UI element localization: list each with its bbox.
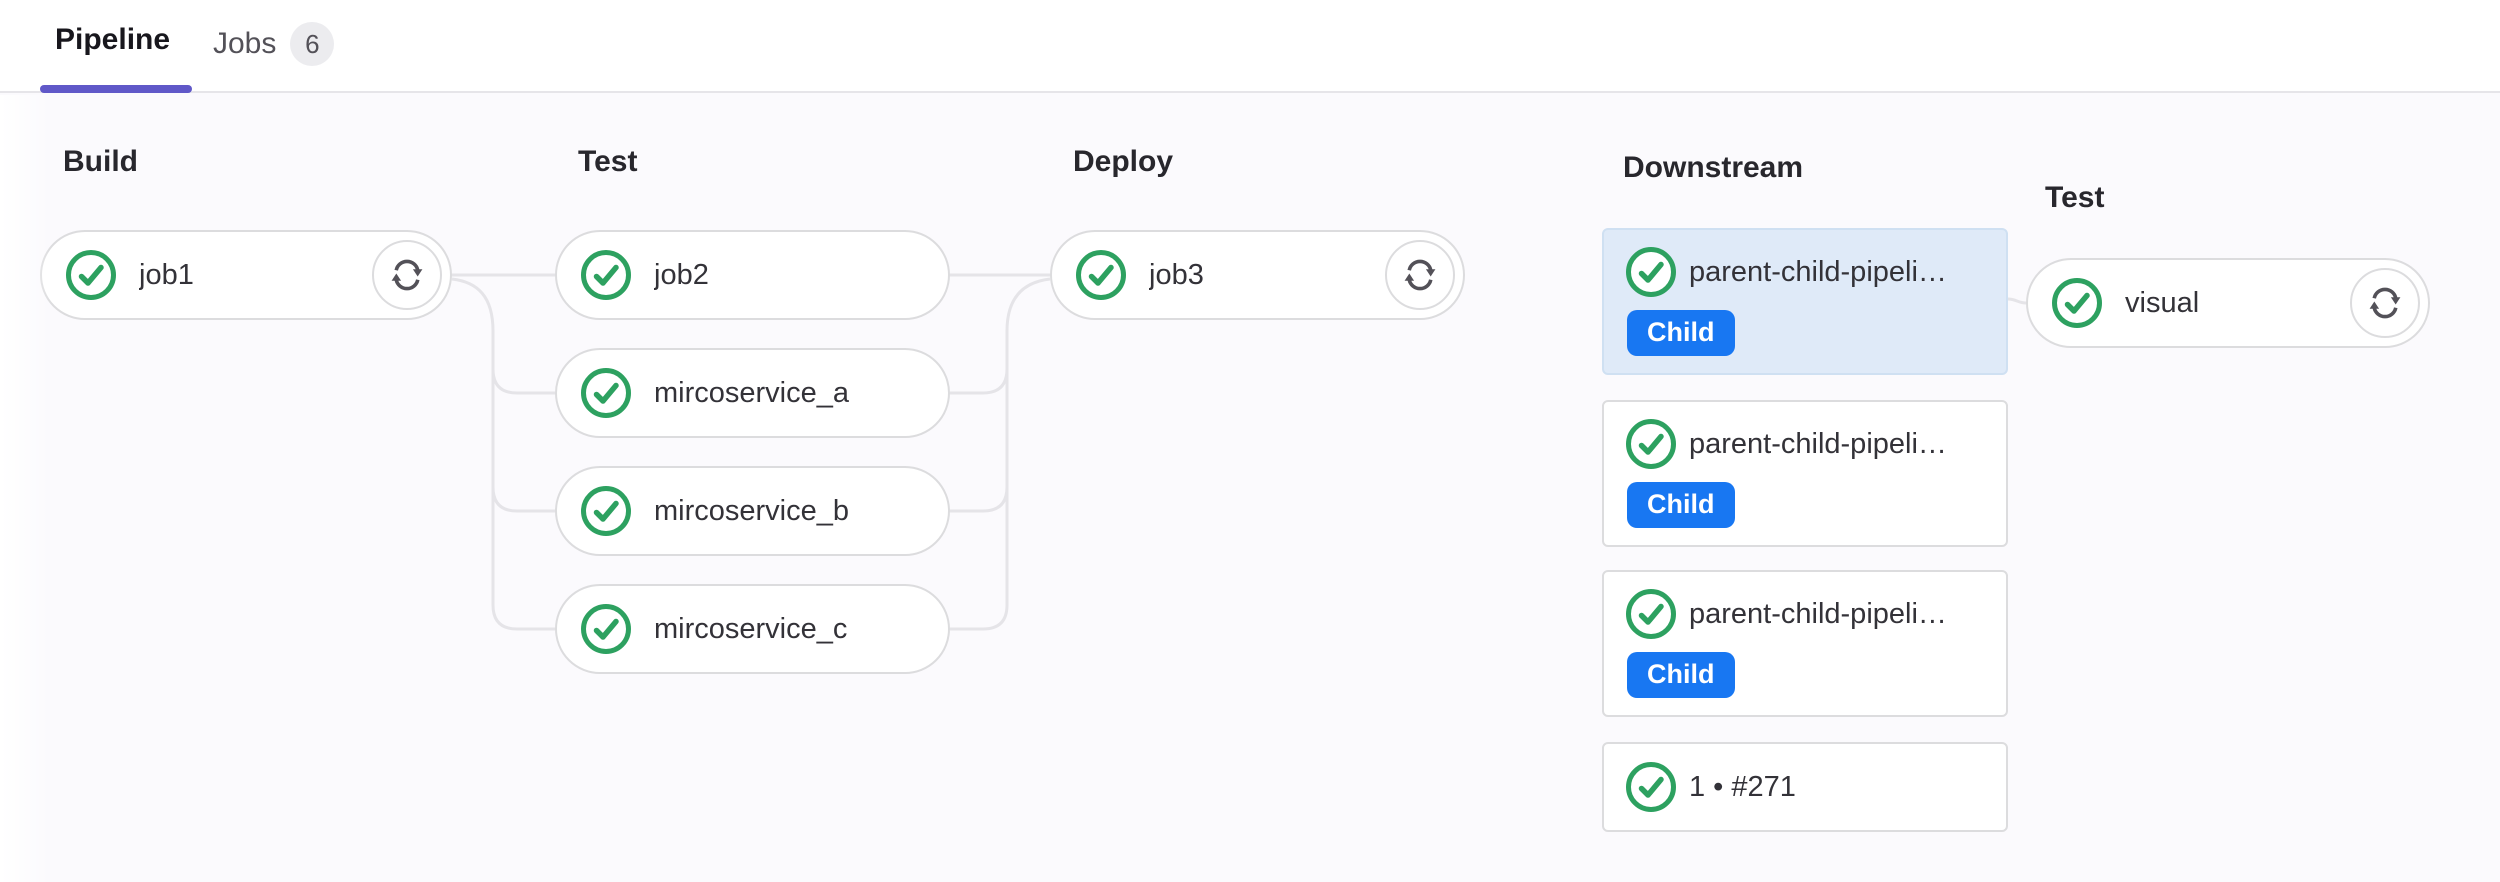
stage-title-test: Test: [578, 145, 638, 178]
stage-title-deploy: Deploy: [1073, 145, 1174, 178]
downstream-pipeline-name: 1 • #271: [1689, 770, 1796, 803]
job-label: mircoservice_b: [654, 494, 849, 527]
retry-arrows-icon: [391, 259, 423, 291]
job-label: job3: [1149, 258, 1204, 291]
tab-pipeline[interactable]: Pipeline: [55, 22, 170, 58]
downstream-pipeline-card[interactable]: parent-child-pipeli… Child: [1602, 228, 2008, 375]
child-pipeline-badge: Child: [1627, 482, 1735, 528]
job-pill-job1[interactable]: job1: [40, 230, 452, 320]
job-label: job1: [139, 258, 194, 291]
job-label: job2: [654, 258, 709, 291]
status-success-icon: [66, 250, 116, 300]
stage-title-test-2: Test: [2045, 181, 2105, 214]
job-pill-visual[interactable]: visual: [2026, 258, 2430, 348]
job-pill-mircoservice-c[interactable]: mircoservice_c: [555, 584, 950, 674]
pipeline-tabs-bar: Pipeline Jobs 6: [0, 0, 2500, 93]
downstream-pipeline-row: parent-child-pipeli…: [1625, 418, 1988, 470]
status-success-icon: [1626, 589, 1676, 639]
job-label: mircoservice_a: [654, 376, 849, 409]
tab-jobs[interactable]: Jobs 6: [213, 22, 335, 66]
stage-title-build: Build: [63, 145, 138, 178]
downstream-pipeline-name: parent-child-pipeli…: [1689, 427, 1947, 460]
downstream-pipeline-row: parent-child-pipeli…: [1625, 246, 1988, 298]
job-pill-mircoservice-a[interactable]: mircoservice_a: [555, 348, 950, 438]
child-pipeline-badge: Child: [1627, 652, 1735, 698]
retry-button[interactable]: [2350, 268, 2420, 338]
downstream-pipeline-name: parent-child-pipeli…: [1689, 255, 1947, 288]
job-label: mircoservice_c: [654, 612, 848, 645]
downstream-pipeline-name: parent-child-pipeli…: [1689, 597, 1947, 630]
status-success-icon: [1626, 247, 1676, 297]
status-success-icon: [1626, 419, 1676, 469]
downstream-pipeline-card[interactable]: parent-child-pipeli… Child: [1602, 400, 2008, 547]
retry-arrows-icon: [1404, 259, 1436, 291]
job-pill-job2[interactable]: job2: [555, 230, 950, 320]
status-success-icon: [581, 368, 631, 418]
status-success-icon: [1626, 762, 1676, 812]
downstream-pipeline-card[interactable]: parent-child-pipeli… Child: [1602, 570, 2008, 717]
stage-title-downstream: Downstream: [1623, 151, 1804, 184]
job-label: visual: [2125, 286, 2200, 319]
retry-button[interactable]: [372, 240, 442, 310]
job-pill-mircoservice-b[interactable]: mircoservice_b: [555, 466, 950, 556]
status-success-icon: [581, 250, 631, 300]
status-success-icon: [2052, 278, 2102, 328]
status-success-icon: [581, 604, 631, 654]
retry-arrows-icon: [2369, 287, 2401, 319]
status-success-icon: [581, 486, 631, 536]
job-pill-job3[interactable]: job3: [1050, 230, 1465, 320]
downstream-pipeline-card[interactable]: 1 • #271: [1602, 742, 2008, 832]
downstream-pipeline-row: parent-child-pipeli…: [1625, 588, 1988, 640]
tab-pipeline-label: Pipeline: [55, 23, 171, 56]
status-success-icon: [1076, 250, 1126, 300]
jobs-count-badge: 6: [290, 22, 335, 66]
tab-jobs-label: Jobs: [213, 27, 277, 60]
child-pipeline-badge: Child: [1627, 310, 1735, 356]
active-tab-indicator: [40, 85, 192, 93]
retry-button[interactable]: [1385, 240, 1455, 310]
